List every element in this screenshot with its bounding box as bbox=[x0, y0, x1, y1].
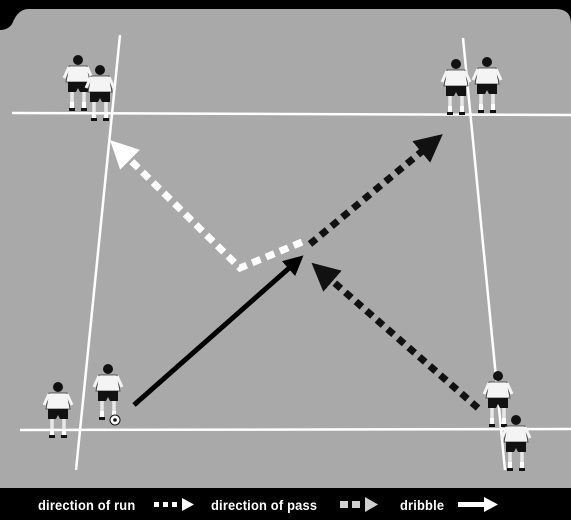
legend-dribble-label: dribble bbox=[400, 497, 444, 513]
pass-arrow-icon bbox=[340, 494, 386, 514]
run-arrow-icon bbox=[154, 494, 200, 514]
dribble-arrow-icon bbox=[458, 494, 502, 514]
legend-pass-label: direction of pass bbox=[211, 497, 317, 513]
legend: direction of run direction of pass dribb… bbox=[0, 488, 571, 520]
legend-run-label: direction of run bbox=[38, 497, 135, 513]
ball-icon bbox=[110, 415, 120, 425]
